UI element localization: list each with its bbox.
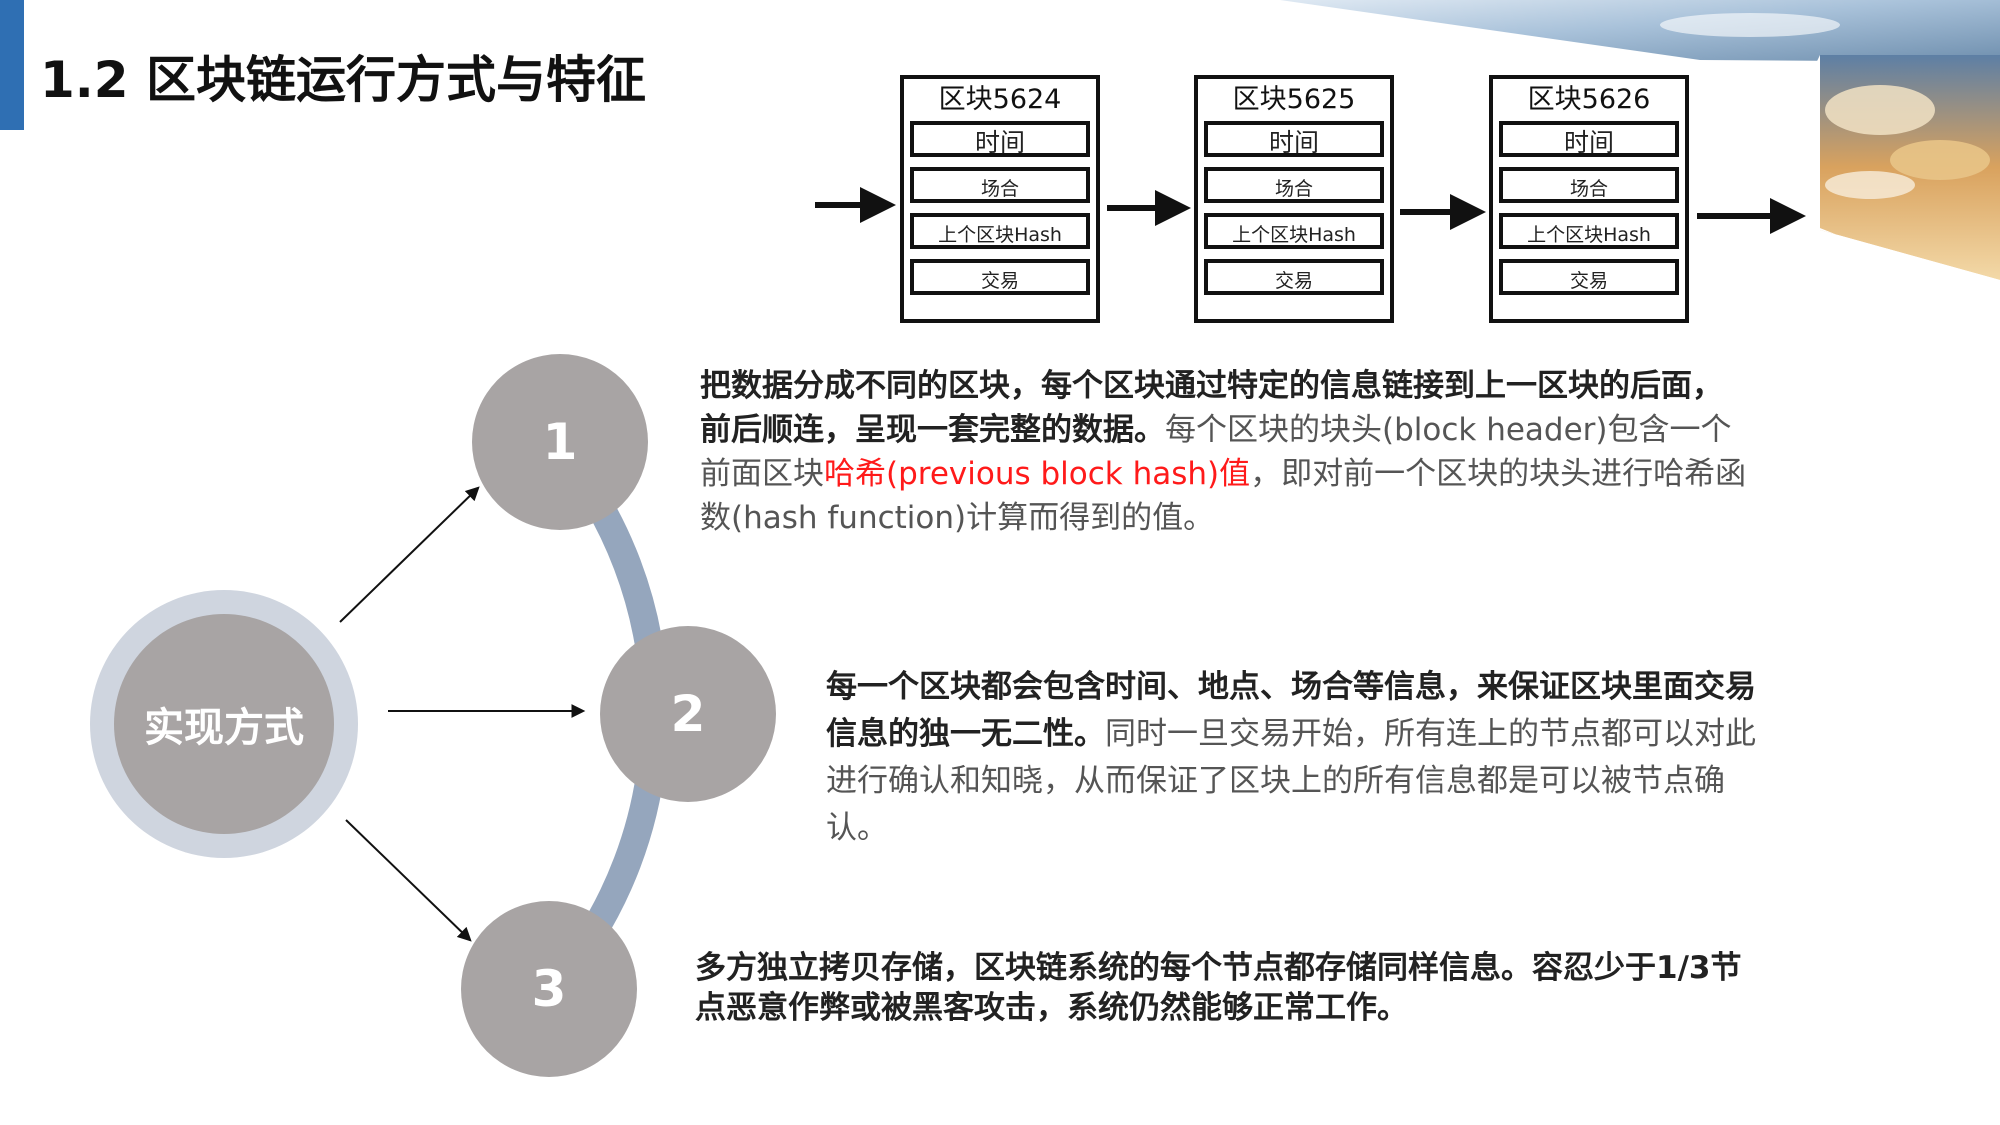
block-title: 区块5624 xyxy=(938,84,1062,115)
field-transaction: 交易 xyxy=(910,259,1090,295)
step-2-circle: 2 xyxy=(600,626,776,802)
field-prev-hash: 上个区块Hash xyxy=(1204,213,1384,249)
step-1-body: 每个区块的块头(block header)包含一个前面区块 xyxy=(700,412,1732,492)
center-label: 实现方式 xyxy=(114,614,334,834)
step-3-text: 多方独立拷贝存储，区块链系统的每个节点都存储同样信息。容忍少于1/3节点恶意作弊… xyxy=(695,948,1750,1028)
step-2-body: 同时一旦交易开始，所有连上的节点都可以对此进行确认和知晓，从而保证了区块上的所有… xyxy=(826,716,1756,846)
step-3-circle: 3 xyxy=(461,901,637,1077)
step-1-highlight: 哈希(previous block hash)值 xyxy=(824,456,1251,492)
field-prev-hash: 上个区块Hash xyxy=(910,213,1090,249)
block-5626: 区块5626 时间 场合 上个区块Hash 交易 xyxy=(1489,75,1689,323)
field-occasion: 场合 xyxy=(910,167,1090,203)
field-transaction: 交易 xyxy=(1204,259,1384,295)
field-time: 时间 xyxy=(910,121,1090,157)
arrow-to-step-3 xyxy=(345,819,472,942)
slide-title: 1.2 区块链运行方式与特征 xyxy=(40,51,646,109)
step-2-text: 每一个区块都会包含时间、地点、场合等信息，来保证区块里面交易信息的独一无二性。同… xyxy=(826,664,1766,852)
step-2-bold: 每一个区块都会包含时间、地点、场合等信息，来保证区块里面交易信息的独一无二性。 xyxy=(826,669,1756,752)
step-1-circle: 1 xyxy=(472,354,648,530)
arrow-to-step-1 xyxy=(339,486,480,623)
field-transaction: 交易 xyxy=(1499,259,1679,295)
field-occasion: 场合 xyxy=(1499,167,1679,203)
block-title: 区块5626 xyxy=(1527,84,1651,115)
step-3-bold: 多方独立拷贝存储，区块链系统的每个节点都存储同样信息。容忍少于1/3节点恶意作弊… xyxy=(695,950,1742,1026)
field-time: 时间 xyxy=(1499,121,1679,157)
step-1-bold: 把数据分成不同的区块，每个区块通过特定的信息链接到上一区块的后面，前后顺连，呈现… xyxy=(700,368,1723,448)
field-time: 时间 xyxy=(1204,121,1384,157)
block-5624: 区块5624 时间 场合 上个区块Hash 交易 xyxy=(900,75,1100,323)
step-1-text: 把数据分成不同的区块，每个区块通过特定的信息链接到上一区块的后面，前后顺连，呈现… xyxy=(700,364,1750,540)
field-prev-hash: 上个区块Hash xyxy=(1499,213,1679,249)
field-occasion: 场合 xyxy=(1204,167,1384,203)
center-circle: 实现方式 xyxy=(90,590,358,858)
sky-decoration xyxy=(1280,0,2000,300)
block-title: 区块5625 xyxy=(1232,84,1356,115)
title-accent-bar xyxy=(0,0,24,130)
chain-arrows xyxy=(815,187,1806,234)
block-5625: 区块5625 时间 场合 上个区块Hash 交易 xyxy=(1194,75,1394,323)
step-1-body-end: ，即对前一个区块的块头进行哈希函数(hash function)计算而得到的值。 xyxy=(700,456,1747,536)
